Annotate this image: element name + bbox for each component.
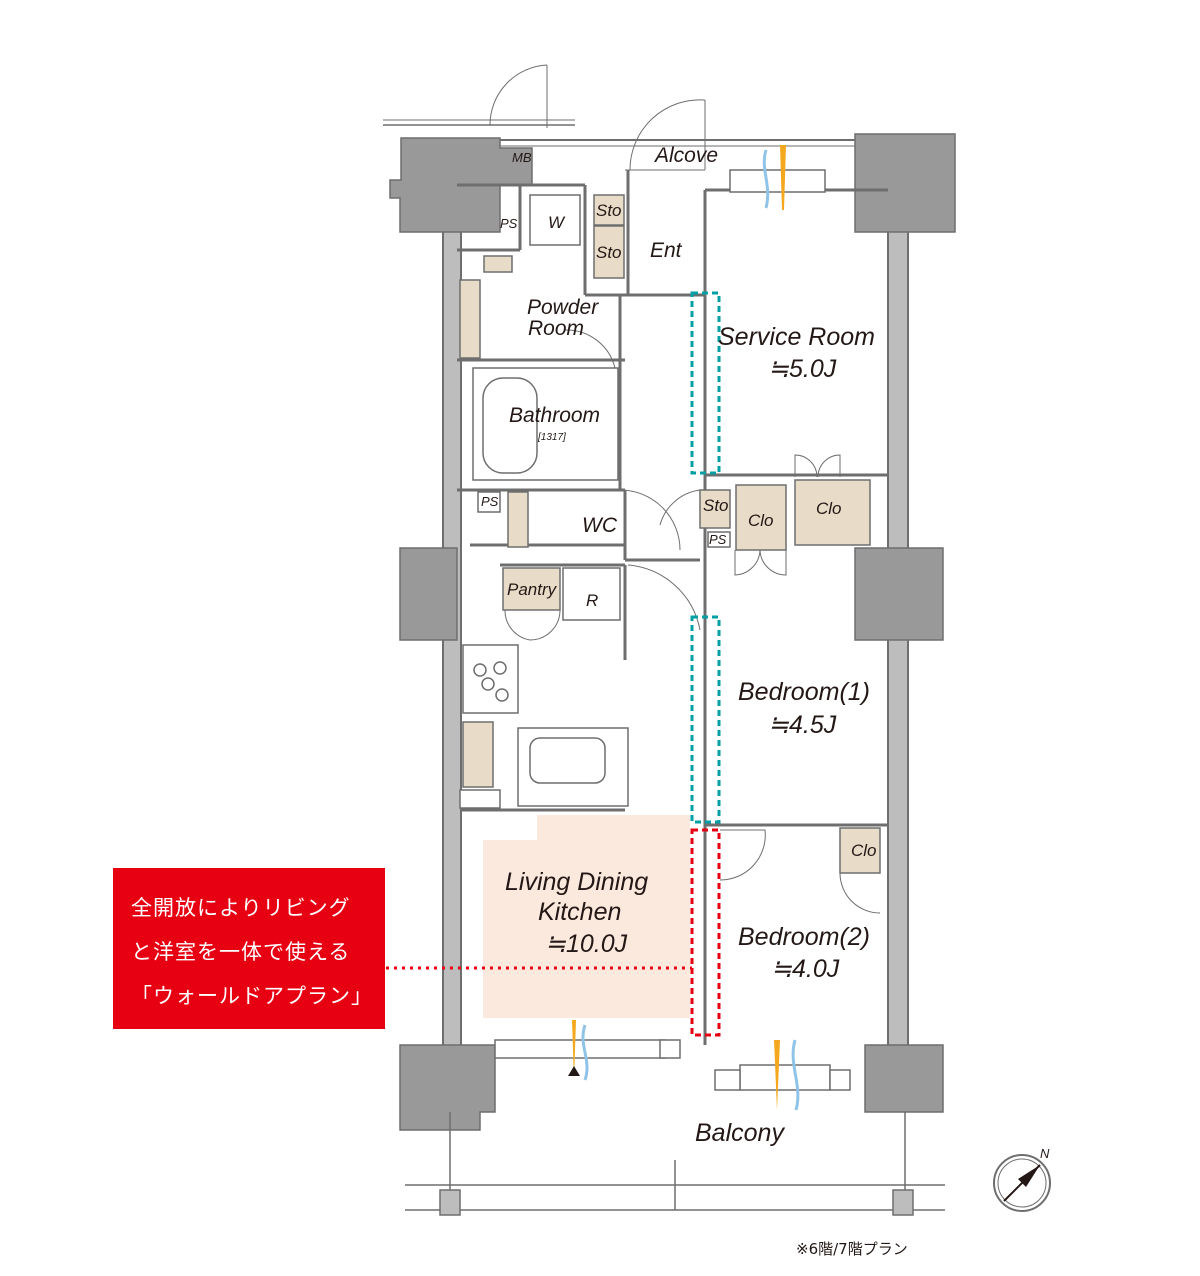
callout-line-2: と洋室を一体で使える [131,940,351,964]
windows [494,169,851,1091]
wall-door-callout: 全開放によりリビング と洋室を一体で使える 「ウォールドアプラン」 [113,868,385,1029]
ps-label-2: PS [481,494,499,509]
ps-label-3: PS [709,532,727,547]
bedroom2-size: ≒4.0J [771,955,840,983]
ldk-label-1: Living Dining [505,868,648,896]
pantry-label: Pantry [507,580,558,599]
ldk-highlight [483,815,690,1018]
closet-label-2: Clo [816,499,842,518]
bathroom-label: Bathroom [509,404,600,427]
wc-label: WC [582,514,618,537]
pillars [389,133,956,1131]
storage-label-3: Sto [703,496,729,515]
storage-label-2: Sto [596,243,622,262]
fixtures [459,194,881,874]
balcony-rail [405,1112,945,1216]
bathroom-size: [1317] [537,432,566,443]
closet-label-1: Clo [748,511,774,530]
bedroom1-label: Bedroom(1) [738,678,870,706]
ps-label-1: PS [500,216,518,231]
alcove-label: Alcove [653,144,718,167]
powder-room-label-1: Powder [527,296,599,319]
teal-wall-door-1 [690,291,721,475]
bedroom2-label: Bedroom(2) [738,923,870,951]
wall-door-highlights [690,291,721,1037]
bedroom1-size: ≒4.5J [768,711,837,739]
closet-label-3: Clo [851,841,877,860]
floor-note: ※6階/7階プラン [796,1240,908,1258]
entrance-label: Ent [650,239,683,262]
compass-needle-icon [1018,1165,1040,1187]
mb-label: MB [512,150,532,165]
callout-line-1: 全開放によりリビング [131,896,351,920]
ldk-label-2: Kitchen [538,898,621,926]
service-room-label: Service Room [718,323,875,351]
ventilation-arrows [568,145,800,1111]
red-wall-door [690,828,721,1037]
washer-label: W [548,213,566,232]
service-room-size: ≒5.0J [768,355,837,383]
storage-label-1: Sto [596,201,622,220]
balcony-label: Balcony [695,1119,785,1147]
callout-line-3: 「ウォールドアプラン」 [131,984,373,1008]
interior-walls [457,170,888,1045]
refrigerator-label: R [586,591,598,610]
ldk-size: ≒10.0J [545,930,628,958]
compass-north-label: N [1040,1146,1050,1161]
room-labels: Alcove MB PS W Sto Sto Ent Powder Room S… [481,144,877,1147]
powder-room-label-2: Room [528,317,584,340]
teal-wall-door-2 [690,615,721,824]
compass: N [993,1146,1051,1212]
